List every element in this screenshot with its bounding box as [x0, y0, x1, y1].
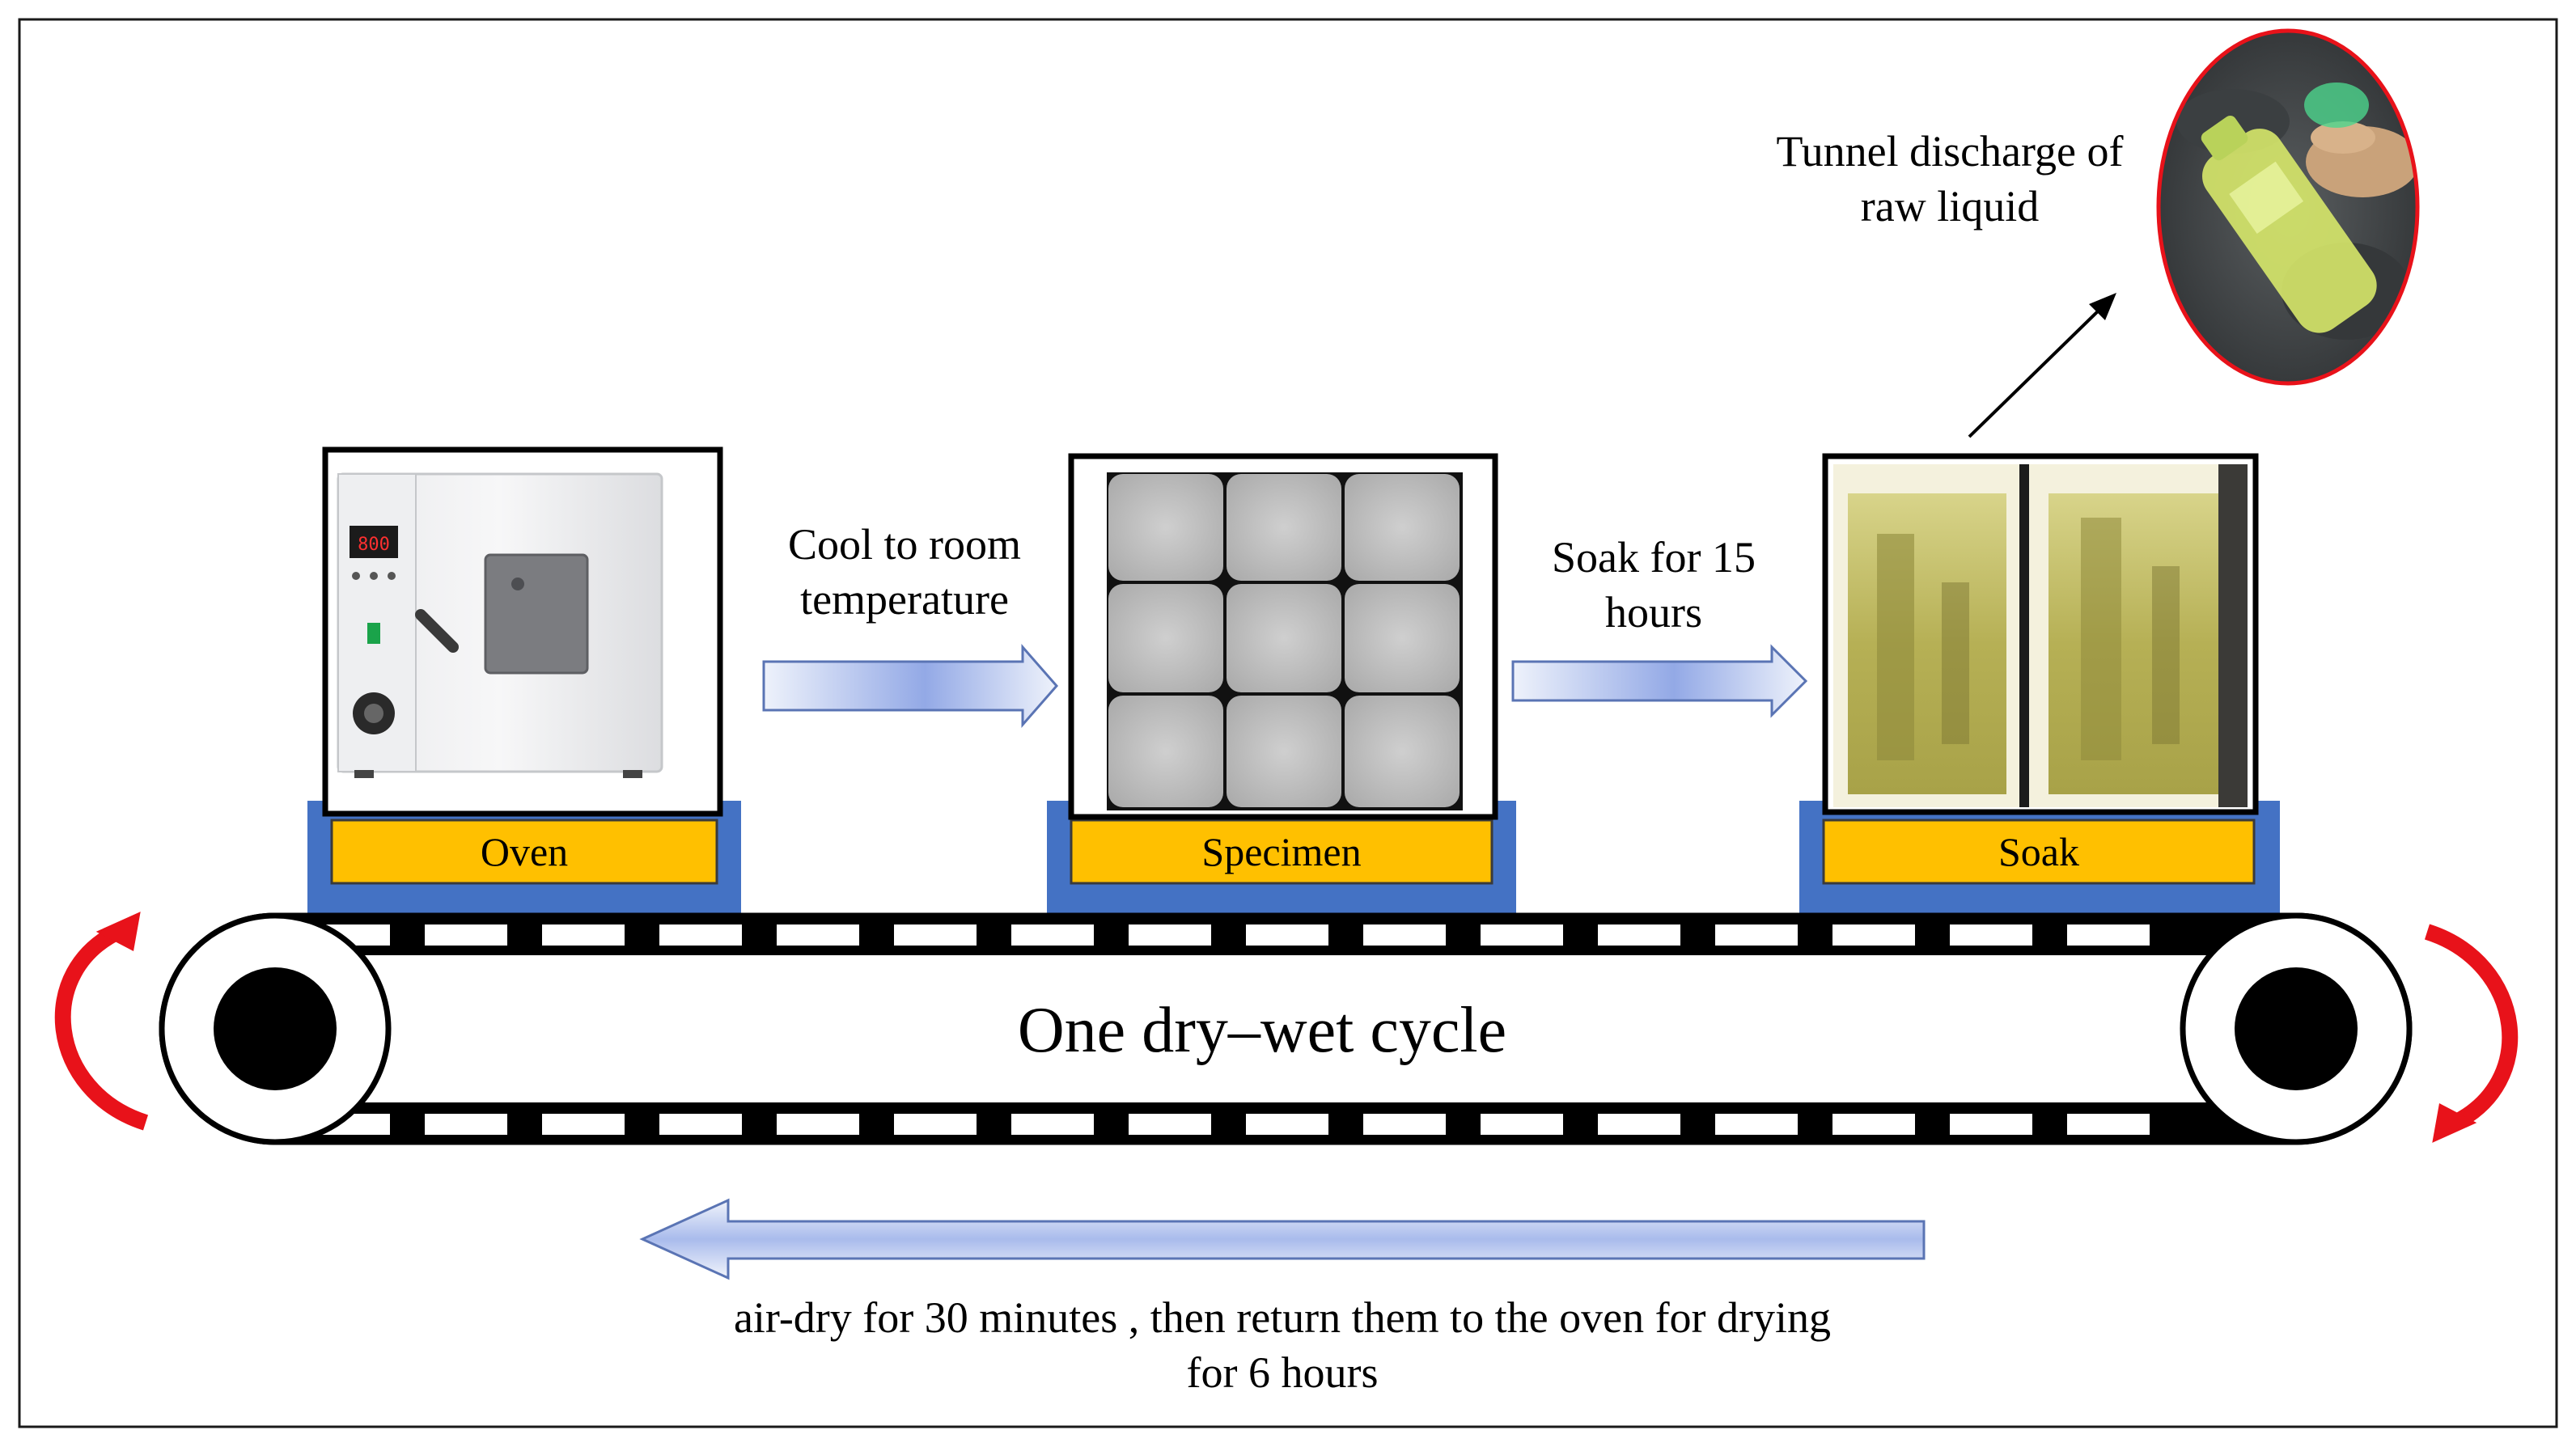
discharge-line1: Tunnel discharge of — [1776, 127, 2124, 176]
oven-photo: 800 — [322, 446, 723, 817]
soak-step-label: Soak for 15 hours — [1497, 531, 1811, 640]
belt-link — [425, 1114, 507, 1135]
soak-label-plate — [1822, 819, 2256, 885]
soaking-tank-photo — [1822, 453, 2259, 815]
belt-link — [2067, 1114, 2150, 1135]
belt-link — [1950, 924, 2032, 946]
belt-link — [1011, 1114, 1094, 1135]
specimen-label-plate — [1070, 819, 1493, 885]
belt-link — [1246, 1114, 1328, 1135]
oven-station: Oven 800 — [307, 446, 741, 914]
belt-link — [659, 1114, 742, 1135]
specimen-label: Specimen — [1201, 829, 1361, 874]
belt-link — [1246, 924, 1328, 946]
soak-step-line1: Soak for 15 — [1552, 533, 1756, 582]
cool-step-line2: temperature — [800, 574, 1009, 624]
specimen-station: Specimen — [1047, 453, 1516, 914]
belt-link — [894, 1114, 977, 1135]
belt-link — [894, 924, 977, 946]
belt-link — [1129, 1114, 1211, 1135]
return-step-label: air-dry for 30 minutes , then return the… — [566, 1291, 1998, 1400]
soak-step-line2: hours — [1605, 587, 1702, 637]
cool-arrow — [762, 644, 1058, 728]
belt-link — [1832, 924, 1915, 946]
belt-link — [1481, 1114, 1563, 1135]
belt-link — [1950, 1114, 2032, 1135]
belt-link — [542, 924, 625, 946]
discharge-pointer-arrowhead — [2089, 293, 2116, 320]
discharge-line2: raw liquid — [1860, 181, 2040, 231]
oven-label-plate — [330, 819, 718, 885]
belt-link — [1363, 1114, 1446, 1135]
belt-link — [542, 1114, 625, 1135]
belt-link — [1481, 924, 1563, 946]
discharge-label: Tunnel discharge of raw liquid — [1723, 125, 2176, 234]
right-roller-hub — [2235, 967, 2358, 1090]
soak-station: Soak — [1799, 453, 2280, 914]
belt-link — [1715, 924, 1798, 946]
belt-link — [425, 924, 507, 946]
conveyor-belt: One dry–wet cycle — [159, 912, 2413, 1145]
belt-top-links — [307, 924, 2150, 946]
belt-link — [777, 924, 859, 946]
belt-link — [1598, 924, 1680, 946]
left-rotation-arrow — [54, 912, 149, 1131]
left-roller-hub — [214, 967, 337, 1090]
belt-link — [1832, 1114, 1915, 1135]
discharge-pointer-arrow — [1968, 304, 2105, 438]
belt-link — [1011, 924, 1094, 946]
soak-label: Soak — [1998, 829, 2079, 874]
return-step-line1: air-dry for 30 minutes , then return the… — [733, 1293, 1832, 1342]
belt-link — [1715, 1114, 1798, 1135]
return-arrow — [639, 1198, 1926, 1280]
oven-label: Oven — [481, 829, 568, 874]
right-rotation-arrow — [2424, 924, 2519, 1143]
belt-link — [1598, 1114, 1680, 1135]
cool-step-label: Cool to room temperature — [738, 518, 1071, 627]
liquid-bottle-photo — [2156, 28, 2420, 386]
belt-link — [1129, 924, 1211, 946]
soak-arrow — [1511, 644, 1808, 718]
belt-link — [2067, 924, 2150, 946]
return-step-line2: for 6 hours — [1186, 1348, 1379, 1397]
belt-link — [777, 1114, 859, 1135]
conveyor-label: One dry–wet cycle — [1018, 995, 1506, 1066]
cool-step-line1: Cool to room — [787, 520, 1021, 569]
concrete-cube-photo — [1068, 453, 1498, 820]
svg-text:800: 800 — [358, 535, 390, 555]
belt-link — [659, 924, 742, 946]
belt-link — [1363, 924, 1446, 946]
